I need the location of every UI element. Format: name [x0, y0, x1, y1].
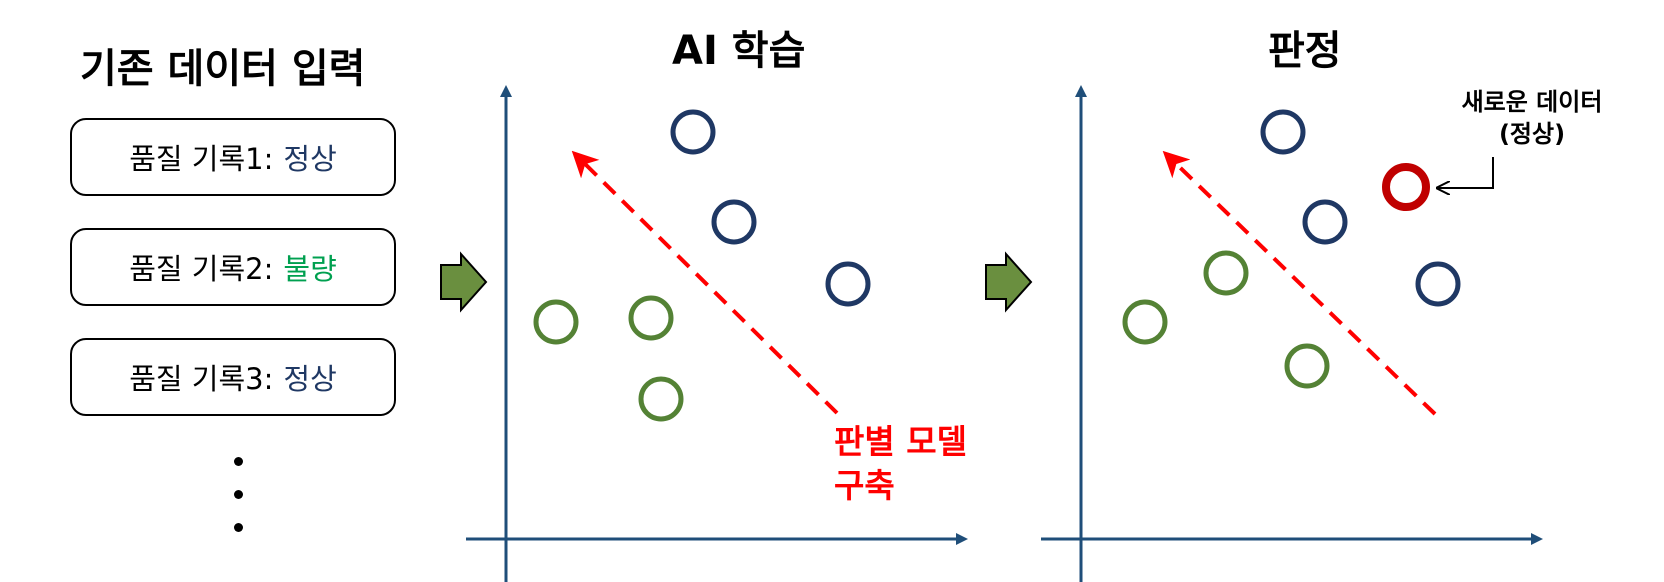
record-label: 품질 기록2:: [129, 252, 274, 286]
model-build-label: 판별 모델 구축: [834, 420, 967, 508]
normal-data-point: [825, 261, 871, 307]
ellipsis-dot: [234, 457, 243, 466]
ellipsis-dot: [234, 523, 243, 532]
model-label-line2: 구축: [834, 466, 895, 505]
record-status: 정상: [283, 142, 337, 176]
callout-arrow: [1438, 157, 1494, 188]
input-step-title: 기존 데이터 입력: [80, 46, 366, 92]
new-data-label: 새로운 데이터 (정상): [1452, 86, 1612, 150]
defect-data-point: [638, 376, 684, 422]
record-label: 품질 기록1:: [129, 142, 274, 176]
new-data-label-line1: 새로운 데이터: [1461, 88, 1603, 116]
quality-record-2: 품질 기록2: 불량: [70, 228, 396, 306]
learn-step-title: AI 학습: [672, 28, 806, 74]
normal-data-point: [1415, 261, 1461, 307]
normal-data-point: [1260, 109, 1306, 155]
judge-step-title: 판정: [1268, 28, 1342, 74]
step-arrow-icon: [440, 251, 488, 313]
defect-data-point: [1122, 299, 1168, 345]
ellipsis-dot: [234, 490, 243, 499]
new-data-label-line2: (정상): [1498, 120, 1566, 148]
normal-data-point: [1302, 199, 1348, 245]
defect-data-point: [1284, 343, 1330, 389]
normal-data-point: [670, 109, 716, 155]
defect-data-point: [628, 295, 674, 341]
model-label-line1: 판별 모델: [834, 422, 967, 461]
decision-boundary-line: [1162, 150, 1437, 416]
quality-record-3: 품질 기록3: 정상: [70, 338, 396, 416]
step-arrow-icon: [985, 251, 1033, 313]
quality-record-1: 품질 기록1: 정상: [70, 118, 396, 196]
defect-data-point: [1203, 250, 1249, 296]
record-status: 정상: [283, 362, 337, 396]
defect-data-point: [533, 299, 579, 345]
decision-boundary-line: [571, 150, 839, 415]
new-data-point: [1382, 163, 1430, 211]
record-label: 품질 기록3:: [129, 362, 274, 396]
record-status: 불량: [283, 252, 337, 286]
normal-data-point: [711, 199, 757, 245]
